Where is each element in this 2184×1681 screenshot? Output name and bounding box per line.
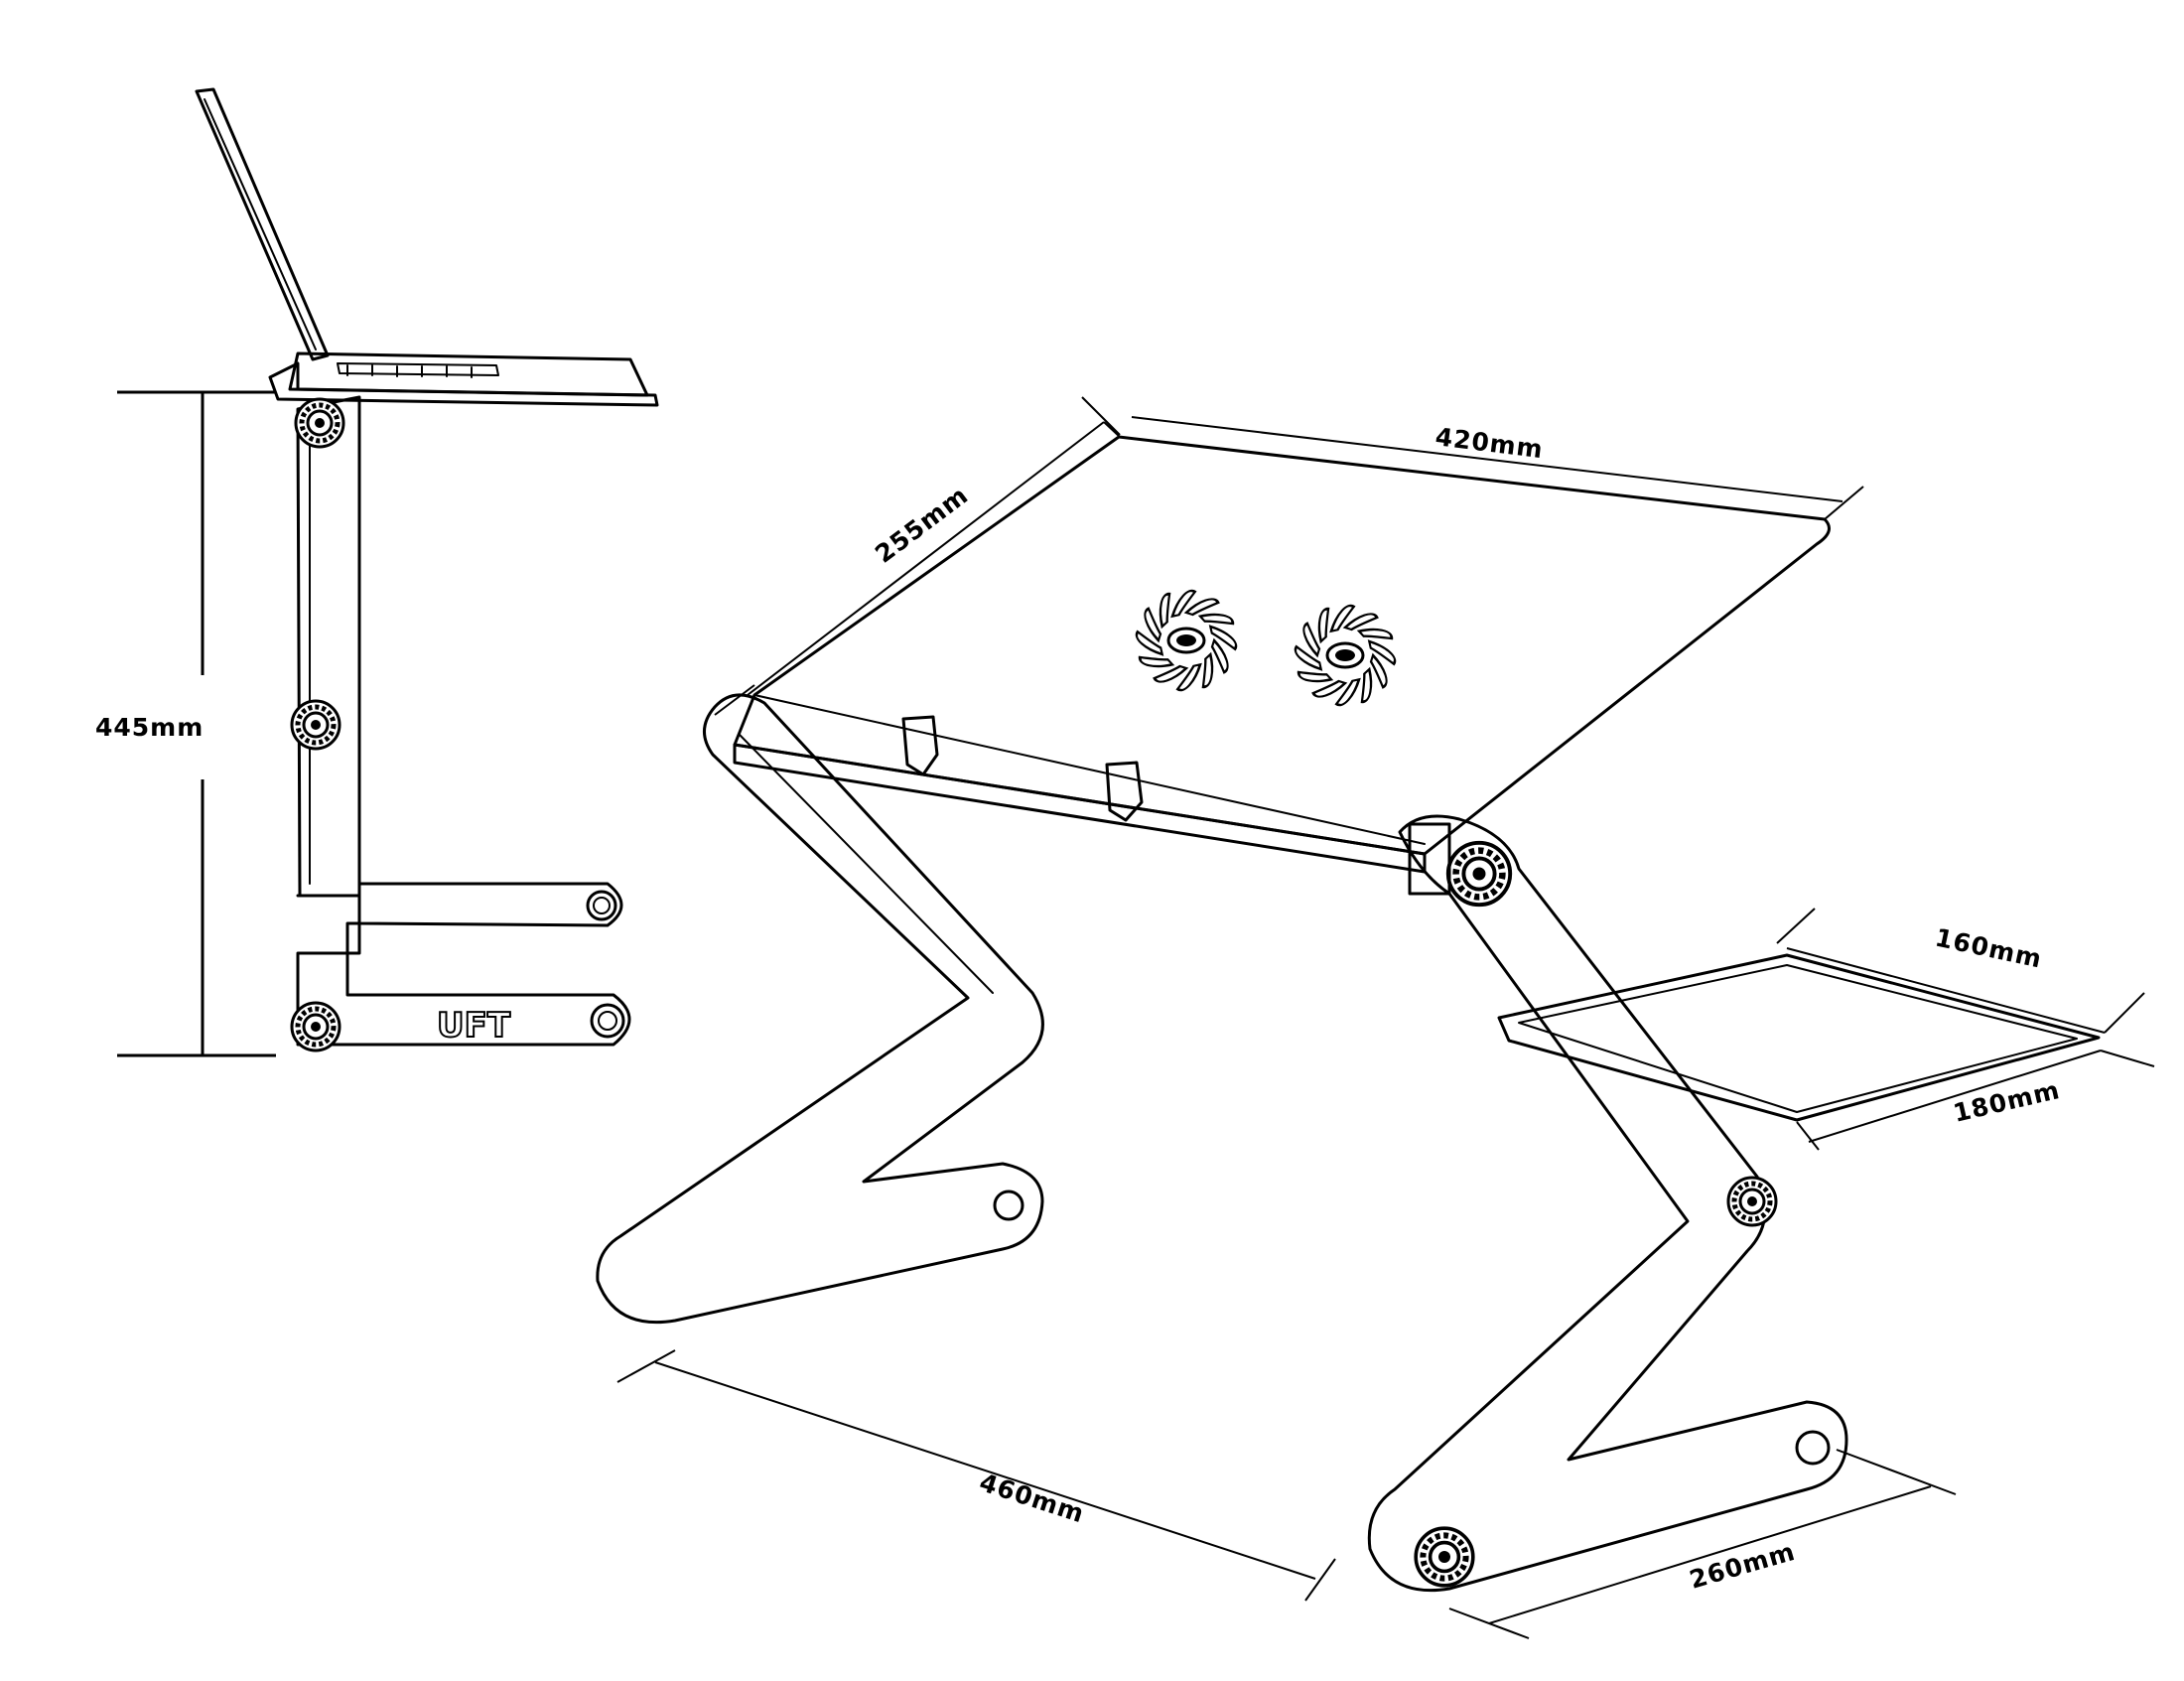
fan-icon: [1292, 602, 1399, 709]
mouse-pad-width-label: 180mm: [1951, 1075, 2063, 1128]
tray-width-label: 420mm: [1433, 422, 1545, 464]
brand-logo: UFT: [437, 1006, 511, 1046]
fan-icon: [1133, 587, 1240, 694]
perspective-view: 420mm 255mm 160mm 180mm 460mm 260mm: [596, 396, 2155, 1639]
knob-icon: [1416, 1528, 1473, 1586]
mouse-pad-depth-label: 160mm: [1933, 923, 2045, 974]
knob-icon: [1728, 1178, 1776, 1225]
knob-icon: [292, 1003, 340, 1051]
side-view: UFT 445mm: [95, 87, 659, 1057]
knob-icon: [296, 399, 343, 447]
height-dimension-label: 445mm: [95, 713, 204, 742]
knob-icon: [1448, 843, 1510, 905]
main-tray: [733, 435, 1831, 856]
right-leg: [1367, 814, 1848, 1593]
base-length-label: 460mm: [976, 1468, 1088, 1528]
left-leg: [596, 693, 1044, 1325]
knob-icon: [292, 701, 340, 749]
tray-depth-label: 255mm: [870, 481, 974, 569]
mouse-pad: [1497, 953, 2101, 1122]
